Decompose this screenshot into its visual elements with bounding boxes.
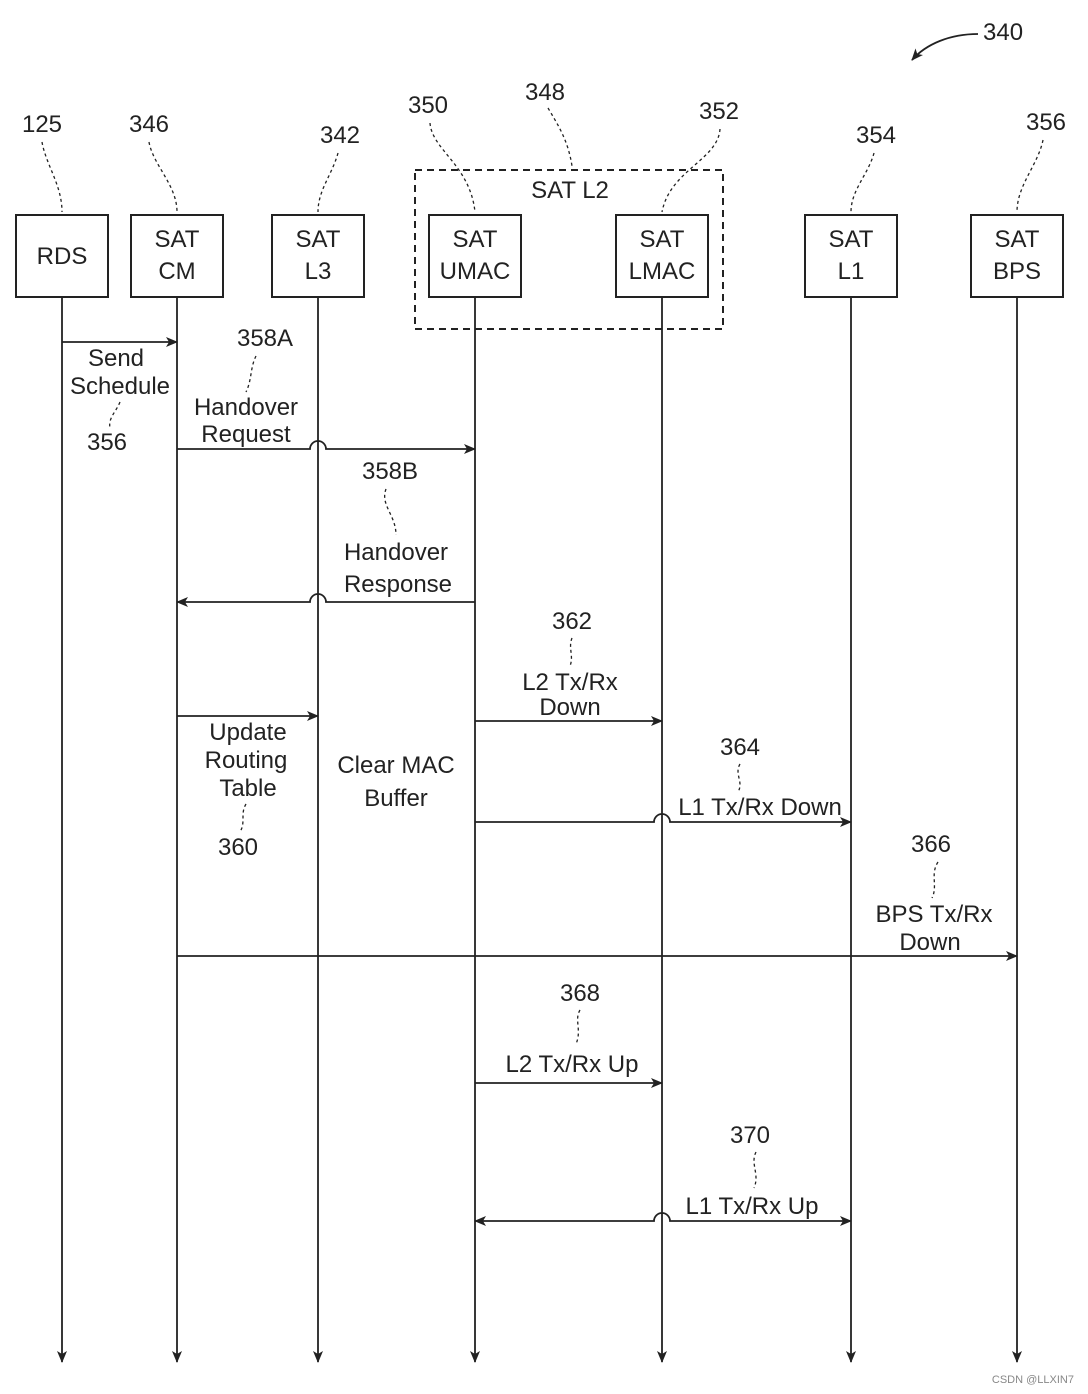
message-ref-leader [737,763,741,793]
message-ref-leader [753,1151,757,1189]
lifeline-label-2: BPS [993,258,1041,285]
lifeline-label: RDS [37,243,88,270]
lifeline-ref: 352 [699,98,739,125]
lifeline-ref-leader [429,122,476,213]
lifeline-box [970,214,1064,298]
lifeline-lmac: SAT LMAC 352 [615,98,739,1363]
lifeline-ref: 350 [408,92,448,119]
message-ref-leader [569,637,573,667]
message-label: L1 Tx/Rx Down [678,794,842,821]
message-l2-down: L2 Tx/Rx Down 362 [475,608,663,726]
message-ref: 368 [560,980,600,1007]
message-ref: 370 [730,1122,770,1149]
lifeline-l3: SAT L3 342 [271,122,365,1363]
message-label-1: BPS Tx/Rx [876,901,993,928]
message-ref-leader [109,401,121,429]
lifeline-ref-leader [317,152,339,213]
lifeline-bps: SAT BPS 356 [970,109,1066,1363]
lifeline-label-2: L3 [305,258,332,285]
message-update-routing: Update Routing Table 360 [177,711,319,861]
figure-ref-number: 340 [983,19,1023,46]
lifeline-label-1: SAT [640,226,685,253]
message-ref: 364 [720,734,760,761]
lifeline-box [428,214,522,298]
message-ref-leader [384,488,397,536]
lifeline-label-2: L1 [838,258,865,285]
group-sat-l2: SAT L2 348 [414,79,724,330]
lifeline-ref-leader [148,141,178,213]
lifeline-ref-leader [1016,139,1044,213]
message-ref-leader [575,1009,581,1045]
lifeline-label-1: SAT [995,226,1040,253]
message-label-1: Send [88,345,144,372]
message-label: L2 Tx/Rx Up [506,1051,639,1078]
message-ref-leader [931,861,939,899]
message-ref: 358B [362,458,418,485]
figure-ref: 340 [911,19,1023,61]
lifeline-ref: 342 [320,122,360,149]
message-arrow [475,813,852,827]
message-ref: 360 [218,834,258,861]
message-bps-down: BPS Tx/Rx Down 366 [177,831,1018,961]
message-arrow [176,593,475,607]
group-dashed-box [414,169,724,330]
message-label-2: Schedule [70,373,170,400]
lifeline-umac: SAT UMAC 350 [408,92,522,1363]
lifeline-label-1: SAT [296,226,341,253]
message-label-1: Update [209,719,286,746]
message-arrow [177,440,476,454]
lifeline-box [615,214,709,298]
message-send-schedule: Send Schedule 356 [62,337,178,456]
note-label-1: Clear MAC [337,752,454,779]
message-ref-leader [245,355,257,393]
message-label-2: Down [899,929,960,956]
message-label-3: Table [219,775,276,802]
figure-ref-arrow [911,33,979,61]
group-label: SAT L2 [531,177,609,204]
message-arrow [474,1212,852,1226]
message-label-1: Handover [344,539,448,566]
message-label-1: L2 Tx/Rx [522,669,618,696]
note-label-2: Buffer [364,785,428,812]
lifeline-label-1: SAT [155,226,200,253]
lifeline-l1: SAT L1 354 [804,122,898,1363]
message-ref: 356 [87,429,127,456]
note-clear-mac-buffer: Clear MAC Buffer [337,752,454,812]
lifeline-box [271,214,365,298]
message-handover-response: Handover Response 358B [176,458,475,607]
message-label: L1 Tx/Rx Up [686,1193,819,1220]
message-l1-down: L1 Tx/Rx Down 364 [475,734,852,827]
lifeline-box [804,214,898,298]
lifeline-cm: SAT CM 346 [129,111,224,1363]
lifeline-ref: 125 [22,111,62,138]
lifeline-ref: 356 [1026,109,1066,136]
lifeline-label-1: SAT [829,226,874,253]
message-l1-up: L1 Tx/Rx Up 370 [474,1122,852,1226]
message-label-2: Request [201,421,291,448]
message-handover-request: Handover Request 358A [177,325,476,454]
message-ref: 358A [237,325,293,352]
message-label-2: Routing [205,747,288,774]
message-label-1: Handover [194,394,298,421]
message-ref: 366 [911,831,951,858]
lifeline-ref-leader [661,128,721,213]
watermark: CSDN @LLXIN7 [992,1374,1074,1386]
lifeline-ref-leader [850,152,875,213]
lifeline-label-2: UMAC [440,258,511,285]
lifeline-label-2: LMAC [629,258,696,285]
lifeline-label-1: SAT [453,226,498,253]
message-ref: 362 [552,608,592,635]
lifeline-ref: 346 [129,111,169,138]
message-ref-leader [239,803,247,833]
message-label-2: Down [539,694,600,721]
lifeline-label-2: CM [158,258,195,285]
message-label-2: Response [344,571,452,598]
message-l2-up: L2 Tx/Rx Up 368 [475,980,663,1088]
lifeline-ref: 354 [856,122,896,149]
lifeline-rds: RDS 125 [15,111,109,1363]
lifeline-ref-leader [41,141,63,213]
group-ref: 348 [525,79,565,106]
group-ref-leader [547,107,573,167]
